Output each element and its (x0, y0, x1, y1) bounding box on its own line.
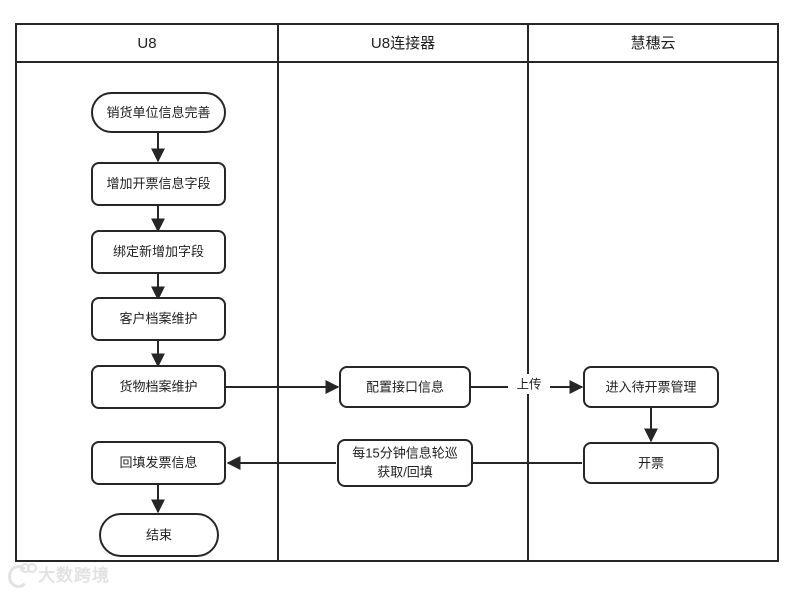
node-bind-new-fields-label: 绑定新增加字段 (113, 244, 204, 259)
node-customer-file-maintenance[interactable]: 客户档案维护 (91, 297, 226, 341)
node-polling-fetch-fill-label-line2: 获取/回填 (377, 464, 433, 479)
node-configure-interface-info[interactable]: 配置接口信息 (339, 366, 471, 408)
lane-header-connector: U8连接器 (371, 35, 435, 52)
node-enter-pending-invoice-management[interactable]: 进入待开票管理 (583, 366, 719, 408)
lane-header-cloud: 慧穗云 (630, 35, 675, 52)
node-customer-file-maintenance-label: 客户档案维护 (119, 311, 197, 326)
watermark-logo-icon (8, 562, 37, 588)
watermark: 大数跨境 (8, 561, 110, 588)
swimlane-frame (15, 23, 779, 562)
node-add-invoice-fields-label: 增加开票信息字段 (106, 176, 210, 191)
node-polling-fetch-fill-label-line1: 每15分钟信息轮巡 (352, 445, 457, 460)
node-issue-invoice[interactable]: 开票 (583, 442, 719, 484)
lane-header-u8: U8 (137, 35, 156, 52)
node-sales-unit-info-label: 销货单位信息完善 (106, 105, 210, 120)
lane-title-connector: U8连接器 (371, 35, 435, 52)
node-add-invoice-fields[interactable]: 增加开票信息字段 (91, 162, 226, 206)
node-polling-fetch-fill[interactable]: 每15分钟信息轮巡 获取/回填 (337, 439, 473, 487)
lane-title-cloud: 慧穗云 (630, 35, 675, 52)
node-fill-back-invoice-info-label: 回填发票信息 (119, 455, 197, 470)
edge-label-upload: 上传 (508, 374, 550, 394)
node-goods-file-maintenance-label: 货物档案维护 (119, 379, 197, 394)
node-fill-back-invoice-info[interactable]: 回填发票信息 (91, 441, 226, 485)
node-configure-interface-info-label: 配置接口信息 (366, 379, 444, 394)
node-issue-invoice-label: 开票 (638, 455, 664, 470)
node-end[interactable]: 结束 (99, 513, 219, 557)
node-enter-pending-invoice-management-label: 进入待开票管理 (605, 379, 696, 394)
node-sales-unit-info[interactable]: 销货单位信息完善 (91, 92, 226, 133)
watermark-text: 大数跨境 (38, 566, 110, 585)
lane-title-u8: U8 (137, 35, 156, 52)
node-goods-file-maintenance[interactable]: 货物档案维护 (91, 365, 226, 409)
node-bind-new-fields[interactable]: 绑定新增加字段 (91, 230, 226, 274)
node-end-label: 结束 (146, 527, 172, 542)
edge-label-upload-text: 上传 (516, 376, 541, 391)
